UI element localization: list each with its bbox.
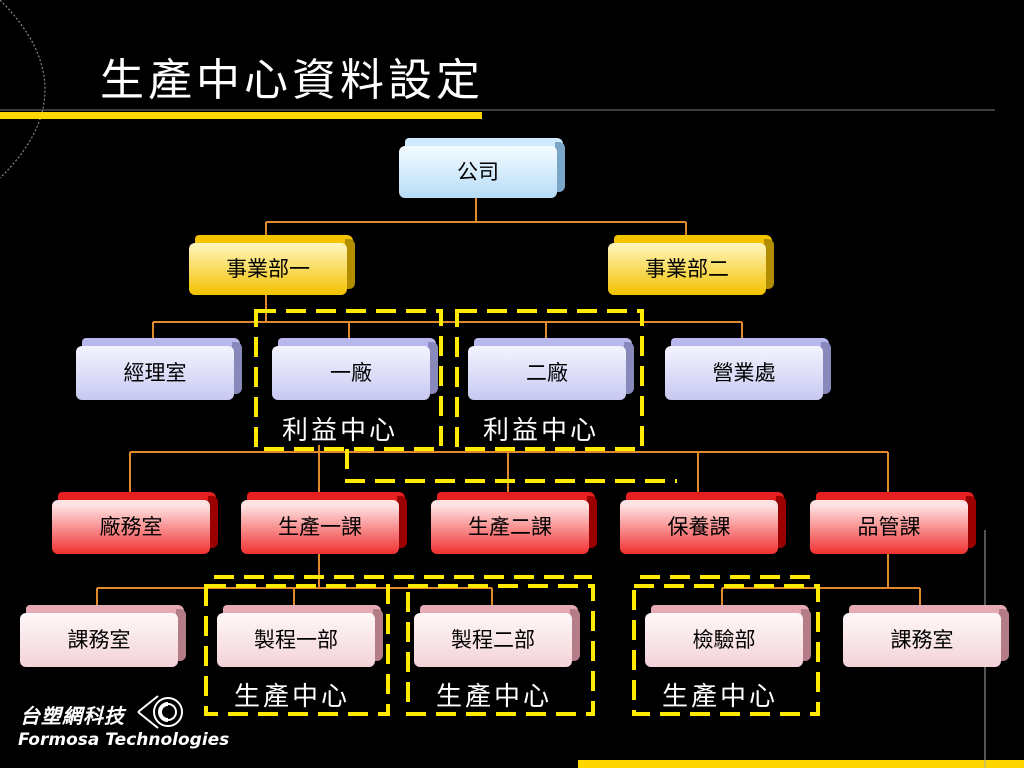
node-label: 生產二課 bbox=[468, 514, 552, 539]
node-plant-2: 二廠 bbox=[468, 338, 634, 400]
brand-name-chinese: 台塑網科技 bbox=[20, 704, 125, 728]
node-label: 品管課 bbox=[857, 514, 921, 539]
node-quality-section: 品管課 bbox=[810, 492, 976, 554]
node-label: 一廠 bbox=[330, 360, 372, 385]
node-section-office-2: 課務室 bbox=[843, 605, 1009, 667]
node-label: 檢驗部 bbox=[692, 627, 756, 652]
profit-center-label-1: 利益中心 bbox=[282, 416, 399, 446]
node-inspection-dept: 檢驗部 bbox=[645, 605, 811, 667]
node-label: 公司 bbox=[457, 159, 499, 184]
node-label: 保養課 bbox=[667, 514, 731, 539]
node-division-2: 事業部二 bbox=[608, 235, 774, 295]
node-plant-affairs: 廠務室 bbox=[52, 492, 218, 554]
node-production-section-1: 生產一課 bbox=[241, 492, 407, 554]
node-section-office-1: 課務室 bbox=[20, 605, 186, 667]
node-label: 事業部一 bbox=[226, 256, 310, 281]
footer-rule-accent bbox=[578, 760, 1024, 768]
node-label: 課務室 bbox=[67, 627, 131, 652]
production-center-label-2: 生產中心 bbox=[436, 682, 553, 712]
node-maintenance-section: 保養課 bbox=[620, 492, 786, 554]
dashed-groups bbox=[204, 309, 820, 716]
node-label: 營業處 bbox=[712, 360, 776, 385]
brand-logo-icon bbox=[137, 695, 183, 729]
node-label: 課務室 bbox=[890, 627, 954, 652]
brand-name-english: Formosa Technologies bbox=[18, 730, 230, 750]
org-connectors bbox=[96, 197, 921, 612]
node-label: 事業部二 bbox=[645, 256, 729, 281]
title-rule-accent bbox=[0, 112, 482, 119]
node-label: 廠務室 bbox=[99, 514, 163, 539]
profit-center-group-1 bbox=[254, 309, 443, 451]
profit-center-extension bbox=[345, 449, 677, 483]
decorative-arc bbox=[0, 0, 46, 179]
production-center-group-1 bbox=[204, 584, 390, 716]
node-process-dept-2: 製程二部 bbox=[414, 605, 580, 667]
production-center-label-1: 生產中心 bbox=[234, 682, 351, 712]
node-company: 公司 bbox=[399, 138, 565, 198]
node-label: 製程二部 bbox=[451, 627, 535, 652]
node-process-dept-1: 製程一部 bbox=[217, 605, 383, 667]
production-center-group-2 bbox=[406, 584, 595, 716]
node-division-1: 事業部一 bbox=[189, 235, 355, 295]
node-sales-office: 營業處 bbox=[665, 338, 831, 400]
node-label: 二廠 bbox=[526, 360, 568, 385]
node-label: 經理室 bbox=[123, 360, 187, 385]
profit-center-label-2: 利益中心 bbox=[483, 416, 600, 446]
profit-center-group-2 bbox=[455, 309, 644, 451]
page-title: 生產中心資料設定 bbox=[100, 55, 484, 106]
node-manager-office: 經理室 bbox=[76, 338, 242, 400]
production-center-label-3: 生產中心 bbox=[662, 682, 779, 712]
node-label: 生產一課 bbox=[278, 514, 362, 539]
node-label: 製程一部 bbox=[254, 627, 338, 652]
production-center-group-3 bbox=[632, 584, 820, 716]
node-production-section-2: 生產二課 bbox=[431, 492, 597, 554]
node-plant-1: 一廠 bbox=[272, 338, 438, 400]
